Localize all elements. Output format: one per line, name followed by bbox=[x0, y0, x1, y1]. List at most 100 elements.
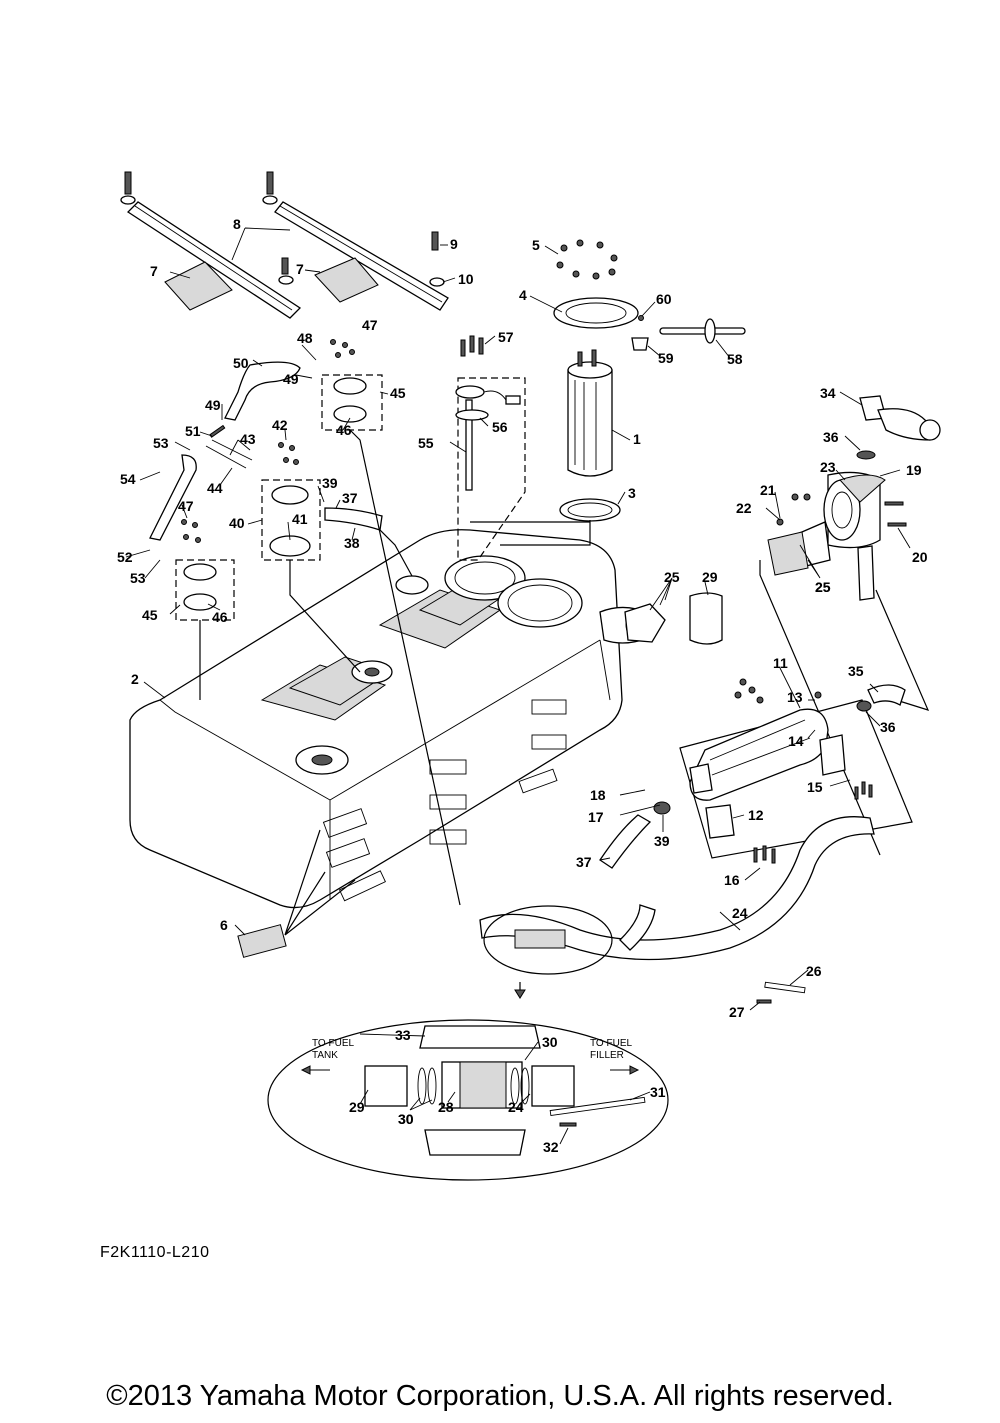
part-label: 36 bbox=[880, 719, 896, 735]
fuel-sender-unit bbox=[455, 335, 526, 561]
part-label: 35 bbox=[848, 663, 864, 679]
part-label: 19 bbox=[906, 462, 922, 478]
part-label: 1 bbox=[633, 431, 641, 447]
part-label: 57 bbox=[498, 329, 514, 345]
strap-bolts bbox=[120, 171, 445, 287]
filler-neck-assembly bbox=[759, 395, 941, 856]
part-label: 7 bbox=[150, 263, 158, 279]
part-label: 2 bbox=[131, 671, 139, 687]
part-label: 60 bbox=[656, 291, 672, 307]
copyright-notice: ©2013 Yamaha Motor Corporation, U.S.A. A… bbox=[106, 1380, 894, 1412]
part-label: 38 bbox=[344, 535, 360, 551]
part-label: 46 bbox=[212, 609, 228, 625]
leader-lines bbox=[125, 227, 911, 1145]
part-label: 37 bbox=[576, 854, 592, 870]
part-label: 44 bbox=[207, 480, 223, 496]
part-label: 4 bbox=[519, 287, 527, 303]
part-label: 45 bbox=[142, 607, 158, 623]
part-label: 59 bbox=[658, 350, 674, 366]
vent-fitting bbox=[631, 315, 746, 351]
part-label: 31 bbox=[650, 1084, 666, 1100]
part-label: 17 bbox=[588, 809, 604, 825]
part-label: 25 bbox=[815, 579, 831, 595]
drawing-code: F2K1110-L210 bbox=[100, 1244, 210, 1261]
part-label: 11 bbox=[773, 655, 788, 671]
part-label: 37 bbox=[342, 490, 358, 506]
part-label: 53 bbox=[130, 570, 146, 586]
part-label: 46 bbox=[336, 422, 352, 438]
tank-straps bbox=[120, 171, 449, 319]
part-label: 49 bbox=[283, 371, 299, 387]
part-label: 20 bbox=[912, 549, 928, 565]
inset-note-tank-line2: TANK bbox=[312, 1050, 338, 1061]
part-label: 49 bbox=[205, 397, 221, 413]
part-label: 22 bbox=[736, 500, 752, 516]
vent-hoses bbox=[149, 339, 461, 906]
part-label: 29 bbox=[349, 1099, 365, 1115]
part-label: 24 bbox=[508, 1099, 524, 1115]
part-label: 28 bbox=[438, 1099, 454, 1115]
fuel-pump-module bbox=[470, 239, 639, 546]
part-label: 7 bbox=[296, 261, 304, 277]
part-label: 15 bbox=[807, 779, 823, 795]
part-label: 23 bbox=[820, 459, 836, 475]
part-label: 45 bbox=[390, 385, 406, 401]
part-label: 13 bbox=[787, 689, 803, 705]
part-label: 53 bbox=[153, 435, 169, 451]
part-label: 14 bbox=[788, 733, 804, 749]
inset-note-filler-line2: FILLER bbox=[590, 1050, 624, 1061]
part-label: 9 bbox=[450, 236, 458, 252]
part-label: 48 bbox=[297, 330, 313, 346]
part-label: 21 bbox=[760, 482, 776, 498]
part-label: 30 bbox=[398, 1111, 414, 1127]
pump-screws bbox=[556, 239, 618, 280]
part-label: 25 bbox=[815, 579, 831, 595]
part-label: 51 bbox=[185, 423, 201, 439]
part-label: 10 bbox=[458, 271, 474, 287]
hose-joint-inset: TO FUEL TANK TO FUEL FILLER bbox=[267, 905, 669, 1181]
part-label: 39 bbox=[322, 475, 338, 491]
part-label: 24 bbox=[732, 905, 748, 921]
part-label: 50 bbox=[233, 355, 249, 371]
decal bbox=[237, 829, 356, 958]
part-label: 26 bbox=[806, 963, 822, 979]
part-label: 36 bbox=[823, 429, 839, 445]
inset-note-filler-line1: TO FUEL bbox=[590, 1038, 632, 1049]
part-label: 54 bbox=[120, 471, 136, 487]
vent-fittings-dashed-left bbox=[175, 374, 383, 621]
canister-assembly bbox=[679, 678, 913, 864]
part-label: 43 bbox=[240, 431, 256, 447]
part-label: 42 bbox=[272, 417, 288, 433]
part-label: 30 bbox=[398, 1111, 414, 1127]
part-label: 29 bbox=[702, 569, 718, 585]
part-label: 58 bbox=[727, 351, 743, 367]
canister-bolts bbox=[753, 781, 873, 864]
part-label: 16 bbox=[724, 872, 740, 888]
part-label: 39 bbox=[654, 833, 670, 849]
part-label: 5 bbox=[532, 237, 540, 253]
part-label: 33 bbox=[395, 1027, 411, 1043]
part-label: 12 bbox=[748, 807, 764, 823]
part-label: 27 bbox=[729, 1004, 745, 1020]
fuel-tank bbox=[129, 529, 643, 909]
part-label: 47 bbox=[178, 498, 194, 514]
part-label: 6 bbox=[220, 917, 228, 933]
part-label: 55 bbox=[418, 435, 434, 451]
part-label: 32 bbox=[543, 1139, 559, 1155]
part-label: 3 bbox=[628, 485, 636, 501]
part-label: 40 bbox=[229, 515, 245, 531]
part-label: 47 bbox=[362, 317, 378, 333]
part-label: 8 bbox=[233, 216, 241, 232]
inset-note-tank-line1: TO FUEL bbox=[312, 1038, 354, 1049]
part-label: 52 bbox=[117, 549, 133, 565]
part-label: 30 bbox=[542, 1034, 558, 1050]
vent-screws bbox=[181, 339, 355, 543]
part-number-labels: 1 2 3 4 5 6 7 7 8 9 10 11 12 13 14 15 16… bbox=[117, 216, 928, 1155]
part-label: 18 bbox=[590, 787, 606, 803]
fuel-hoses bbox=[324, 507, 906, 1004]
filler-screws bbox=[776, 493, 907, 527]
part-label: 41 bbox=[292, 511, 308, 527]
part-label: 25 bbox=[664, 569, 680, 585]
part-label: 56 bbox=[492, 419, 508, 435]
